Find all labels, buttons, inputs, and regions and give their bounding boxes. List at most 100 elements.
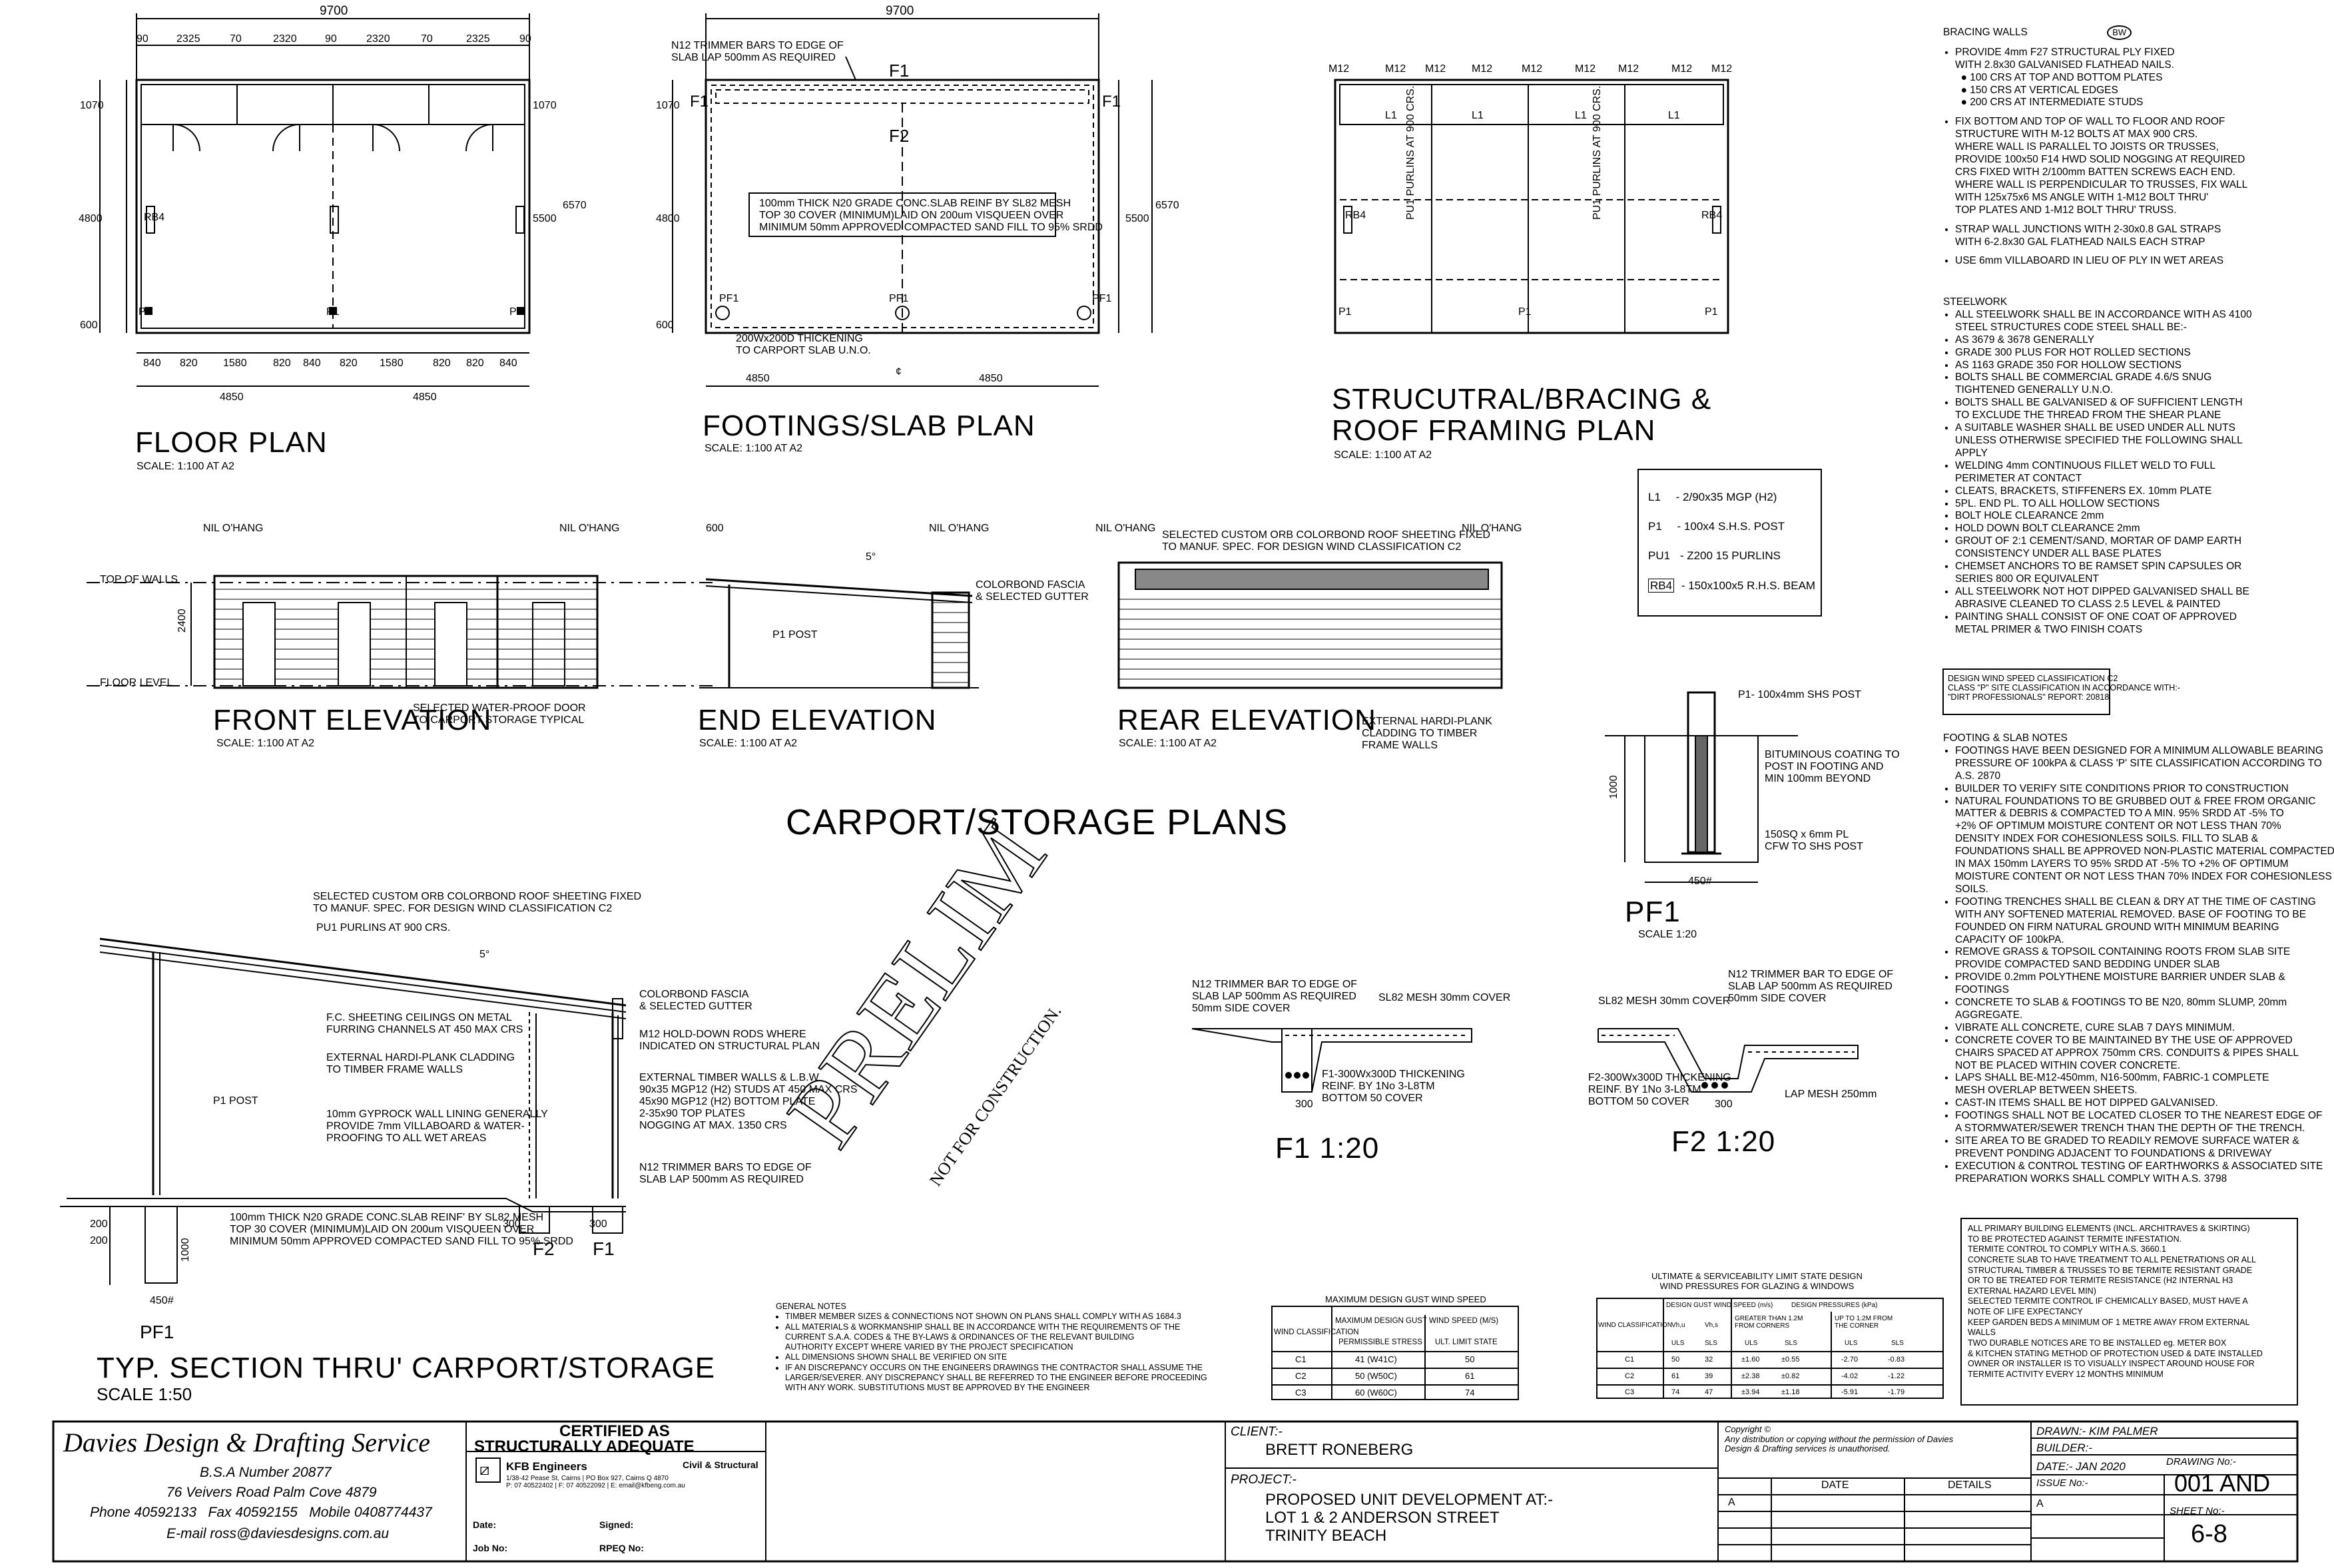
- steel-note-item: BOLTS SHALL BE COMMERCIAL GRADE 4.6/S SN…: [1955, 372, 2263, 397]
- dim: 2400: [176, 609, 188, 633]
- dim: 1000: [1608, 775, 1619, 799]
- dim: 820: [340, 358, 358, 369]
- floor-plan-drawing: [99, 13, 531, 387]
- f2-lap-note: LAP MESH 250mm: [1785, 1089, 1877, 1100]
- pressure-cell: 74: [1671, 1388, 1680, 1396]
- wind-table-cell: 50: [1465, 1354, 1475, 1364]
- wind-classification-box: [1942, 668, 2110, 715]
- general-note-item: TIMBER MEMBER SIZES & CONNECTIONS NOT SH…: [785, 1312, 1207, 1322]
- dim: 6570: [563, 200, 587, 211]
- f1-title: F1 1:20: [1275, 1132, 1380, 1165]
- dim: 600: [656, 320, 674, 331]
- steel-note-item: BOLTS SHALL BE GALVANISED & OF SUFFICIEN…: [1955, 397, 2263, 422]
- pressure-cell: ±1.60: [1741, 1356, 1760, 1364]
- f1-mesh-note: SL82 MESH 30mm COVER: [1378, 992, 1511, 1003]
- pressure-table-header: ULS: [1671, 1340, 1685, 1347]
- pressure-cell: ±0.55: [1781, 1356, 1800, 1364]
- pf1-title: PF1: [1625, 896, 1681, 928]
- framing-p1: P1: [1338, 306, 1352, 318]
- framing-plan-title-1: STRUCUTRAL/BRACING &: [1332, 383, 1712, 415]
- rear-elevation-title: REAR ELEVATION: [1117, 704, 1376, 736]
- section-fascia-note: COLORBOND FASCIA & SELECTED GUTTER: [639, 989, 752, 1012]
- revision-a: A: [1728, 1497, 1735, 1508]
- revision-date-header: DATE: [1821, 1479, 1849, 1491]
- dim: 1580: [223, 358, 247, 369]
- dim: 2320: [366, 33, 390, 45]
- end-fascia-note: COLORBOND FASCIA & SELECTED GUTTER: [976, 579, 1089, 603]
- main-heading: CARPORT/STORAGE PLANS: [786, 802, 1289, 842]
- f1-detail-drawing: [1191, 1028, 1472, 1093]
- footing-trimmer-note: N12 TRIMMER BARS TO EDGE OF SLAB LAP 500…: [671, 40, 844, 63]
- pressure-table-frame: [1596, 1298, 1944, 1399]
- pressure-table-header: ULS: [1845, 1340, 1858, 1347]
- bracing-note-item: FIX BOTTOM AND TOP OF WALL TO FLOOR AND …: [1955, 116, 2256, 216]
- steel-notes: STEELWORK ALL STEELWORK SHALL BE IN ACCO…: [1943, 296, 2263, 636]
- section-scale: SCALE 1:50: [97, 1384, 192, 1404]
- signed-label: Signed:: [599, 1519, 634, 1530]
- dim: 300: [1295, 1099, 1313, 1110]
- pf1-post-note: P1- 100x4mm SHS POST: [1738, 689, 1861, 700]
- footing-notes: FOOTING & SLAB NOTES FOOTINGS HAVE BEEN …: [1943, 732, 2334, 1186]
- framing-p1: P1: [1705, 306, 1718, 318]
- dim: 70: [230, 33, 242, 45]
- job-label: Job No:: [473, 1543, 508, 1553]
- front-elevation-drawing: [87, 575, 713, 689]
- section-p1-post: P1 POST: [213, 1095, 258, 1107]
- section-drawing: [60, 937, 627, 1285]
- dim: 1070: [656, 100, 680, 111]
- company-name: Davies Design & Drafting Service: [63, 1428, 430, 1457]
- pressure-cell: ±3.94: [1741, 1388, 1760, 1396]
- general-note-item: ALL MATERIALS & WORKMANSHIP SHALL BE IN …: [785, 1322, 1207, 1353]
- dim: 4850: [979, 373, 1003, 384]
- dim: 5500: [533, 213, 557, 224]
- dim: 450#: [1688, 876, 1712, 887]
- drawn-by: DRAWN:- KIM PALMER: [2036, 1425, 2158, 1437]
- builder: BUILDER:-: [2036, 1441, 2093, 1454]
- bracing-tag: BW: [2107, 25, 2132, 40]
- dim: 300: [503, 1218, 521, 1230]
- dim: 5500: [1125, 213, 1149, 224]
- front-elevation-title: FRONT ELEVATION: [213, 704, 492, 736]
- pf1-plate-note: 150SQ x 6mm PL CFW TO SHS POST: [1765, 829, 1863, 852]
- section-slab-note: 100mm THICK N20 GRADE CONC.SLAB REINF' B…: [230, 1212, 573, 1247]
- footing-f2: F2: [889, 126, 910, 146]
- steel-note-item: GRADE 300 PLUS FOR HOT ROLLED SECTIONS: [1955, 347, 2263, 360]
- nil-ohang: NIL O'HANG: [203, 523, 264, 534]
- pressure-table-header: GREATER THAN 1.2M FROM CORNERS: [1735, 1315, 1803, 1330]
- dim: 840: [143, 358, 161, 369]
- dim: 90: [137, 33, 148, 45]
- framing-plan-title-2: ROOF FRAMING PLAN: [1332, 414, 1656, 447]
- bracing-note-item: USE 6mm VILLABOARD IN LIEU OF PLY IN WET…: [1955, 255, 2256, 268]
- pressure-cell: C3: [1625, 1388, 1635, 1396]
- company-bsa: B.S.A Number 20877: [200, 1465, 332, 1480]
- pressure-cell: 39: [1705, 1372, 1713, 1380]
- steel-note-item: GROUT OF 2:1 CEMENT/SAND, MORTAR OF DAMP…: [1955, 535, 2263, 561]
- dim: 1000: [180, 1238, 191, 1262]
- floor-level: FLOOR LEVEL: [100, 677, 173, 688]
- framing-m12: M12: [1328, 63, 1350, 75]
- legend-code: PU1: [1648, 549, 1671, 563]
- floor-rb4: RB4: [144, 212, 165, 223]
- wind-table-cell: 61: [1465, 1371, 1475, 1381]
- wind-table-header: ULT. LIMIT STATE: [1435, 1338, 1498, 1346]
- certified-line-2: STRUCTURALLY ADEQUATE: [474, 1437, 695, 1455]
- termite-box: [1960, 1218, 2298, 1406]
- project-label: PROJECT:-: [1231, 1473, 1297, 1487]
- dim: 1580: [380, 358, 404, 369]
- sheet-no-label: SHEET No:-: [2170, 1505, 2225, 1517]
- legend-list: L1 - 2/90x35 MGP (H2) P1 - 100x4 S.H.S. …: [1648, 483, 1815, 601]
- framing-m12: M12: [1711, 63, 1733, 75]
- pressure-table-header: UP TO 1.2M FROM THE CORNER: [1835, 1315, 1893, 1330]
- dim: 90: [325, 33, 337, 45]
- end-p1-post: P1 POST: [772, 629, 818, 641]
- dim: 600: [80, 320, 98, 331]
- framing-m12: M12: [1618, 63, 1639, 75]
- pf1-scale: SCALE 1:20: [1638, 929, 1697, 940]
- footing-note-item: LAPS SHALL BE-M12-450mm, N16-500mm, FABR…: [1955, 1072, 2276, 1097]
- footing-f1-top: F1: [889, 61, 910, 81]
- front-elevation-scale: SCALE: 1:100 AT A2: [216, 738, 315, 749]
- section-ceiling-note: F.C. SHEETING CEILINGS ON METAL FURRING …: [326, 1012, 523, 1035]
- wind-classification-note: DESIGN WIND SPEED CLASSIFICATION C2 CLAS…: [1948, 674, 2180, 702]
- framing-l1: L1: [1575, 110, 1587, 121]
- dim: 90: [519, 33, 531, 45]
